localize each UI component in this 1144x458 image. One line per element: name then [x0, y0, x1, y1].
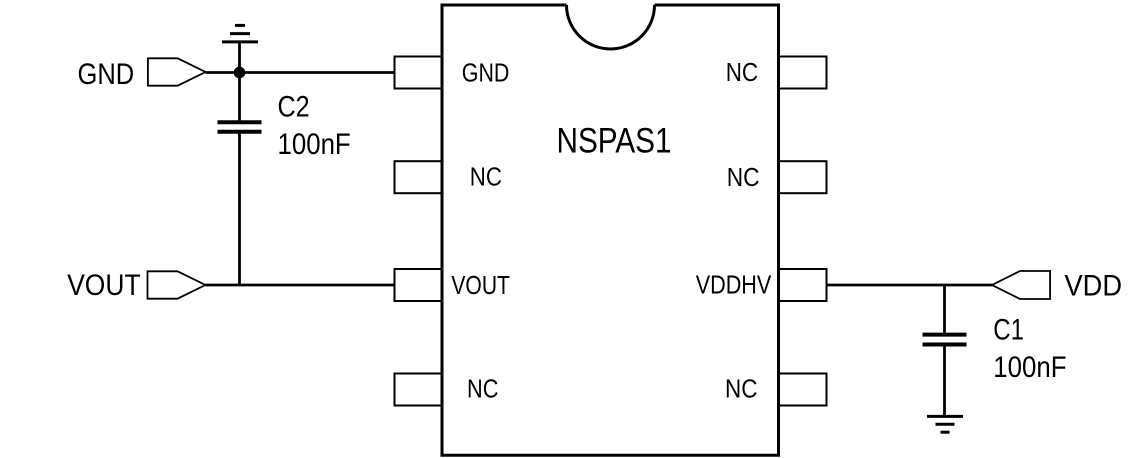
svg-text:VOUT: VOUT — [67, 269, 140, 302]
svg-text:NC: NC — [725, 376, 757, 404]
svg-text:NSPAS1: NSPAS1 — [557, 121, 672, 161]
svg-text:GND: GND — [462, 59, 510, 87]
svg-text:NC: NC — [726, 59, 758, 87]
svg-text:100nF: 100nF — [993, 351, 1066, 384]
svg-text:VDDHV: VDDHV — [696, 272, 772, 300]
svg-text:100nF: 100nF — [278, 128, 351, 161]
svg-text:NC: NC — [467, 376, 498, 404]
svg-text:VOUT: VOUT — [451, 272, 510, 300]
svg-text:C2: C2 — [278, 90, 310, 123]
svg-text:NC: NC — [727, 164, 760, 192]
svg-text:C1: C1 — [993, 313, 1024, 346]
svg-text:VDD: VDD — [1065, 270, 1123, 303]
svg-text:NC: NC — [470, 164, 502, 192]
svg-text:GND: GND — [78, 58, 135, 91]
